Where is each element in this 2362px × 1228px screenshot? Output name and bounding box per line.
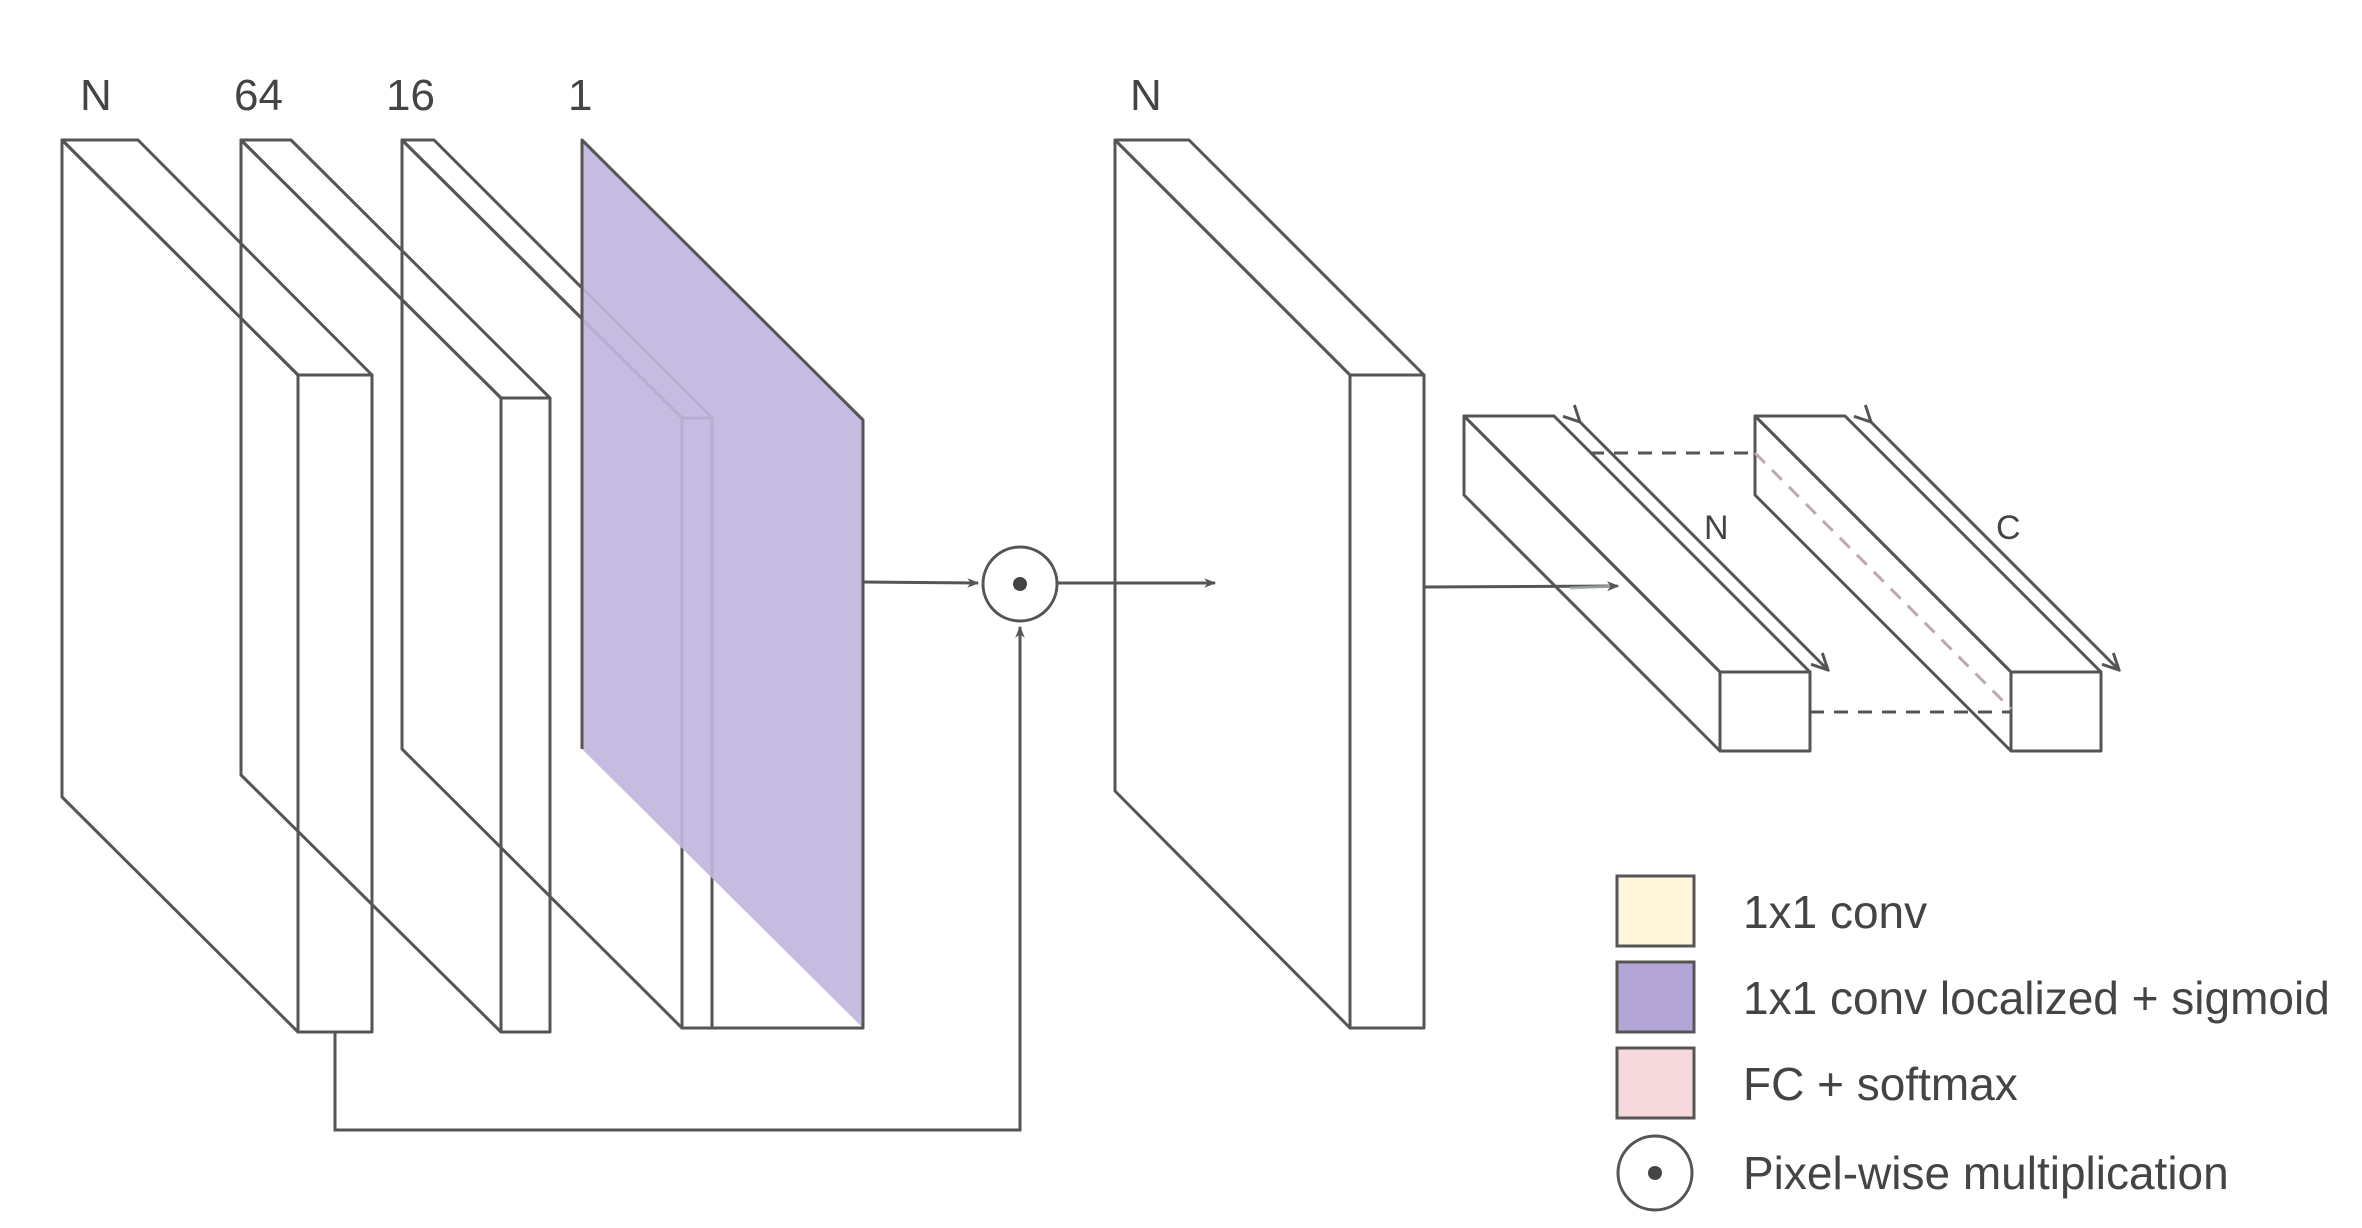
legend-label-multiply: Pixel-wise multiplication — [1743, 1147, 2229, 1199]
conv-1-sigmoid-layer — [580, 138, 865, 1030]
legend-label-conv: 1x1 conv — [1743, 886, 1927, 938]
class-dim-arrow — [1871, 422, 2119, 670]
output-feature-map — [1113, 138, 1426, 1030]
skip-connection-arrow — [333, 625, 1025, 1132]
conv-1-label: 1 — [568, 71, 592, 120]
legend-label-localized: 1x1 conv localized + sigmoid — [1743, 972, 2330, 1024]
legend: 1x1 conv 1x1 conv localized + sigmoid FC… — [1615, 874, 2330, 1212]
class-dim-label: C — [1996, 509, 2021, 547]
output-layer-label: N — [1130, 71, 1162, 120]
legend-swatch-fc — [1615, 1046, 1696, 1120]
conv-64-layer — [239, 138, 552, 1034]
pixel-wise-multiply-icon — [981, 545, 1059, 623]
input-feature-map — [60, 138, 374, 1034]
attention-to-multiply-arrow — [862, 578, 980, 588]
legend-label-fc: FC + softmax — [1743, 1058, 2018, 1110]
legend-swatch-conv — [1615, 874, 1696, 948]
conv-16-label: 16 — [386, 71, 435, 120]
vector-inner-arrow — [1569, 581, 1620, 592]
class-vector — [1753, 414, 2103, 753]
circle-dot-icon — [1616, 1134, 1694, 1212]
feature-dim-arrow — [1580, 422, 1828, 670]
feature-dim-label: N — [1704, 509, 1729, 547]
legend-swatch-localized — [1615, 960, 1696, 1034]
input-layer-label: N — [80, 71, 112, 120]
feature-vector — [1462, 414, 1812, 753]
conv-64-label: 64 — [234, 71, 283, 120]
